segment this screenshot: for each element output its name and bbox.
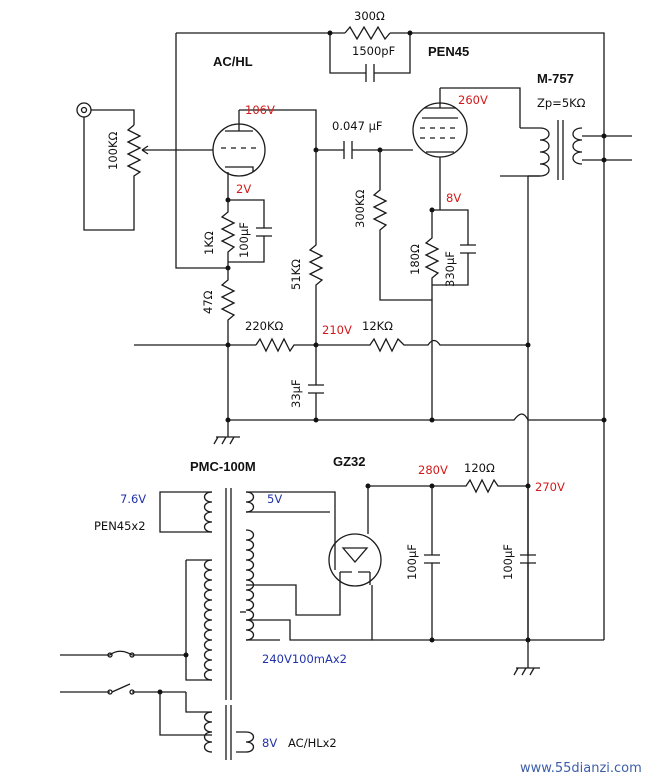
watermark: www.55dianzi.com — [520, 761, 642, 776]
heater-pen-voltage: 7.6V — [120, 492, 146, 506]
c-33u-label: 33μF — [289, 379, 303, 408]
rect-heater-voltage: 5V — [267, 492, 282, 506]
c-0047-label: 0.047 μF — [332, 119, 383, 133]
input-jack-icon — [76, 102, 92, 118]
c-330u-label: 330μF — [443, 251, 457, 287]
ground-icon — [213, 420, 240, 445]
tube1-title: AC/HL — [213, 54, 253, 69]
output-transformer-icon — [520, 120, 583, 180]
ground-icon — [513, 667, 540, 676]
feedback-network — [175, 25, 605, 640]
heater-transformer-icon — [203, 705, 255, 760]
c-100u-3-label: 100μF — [501, 544, 515, 580]
impedance-label: Zp=5KΩ — [537, 96, 586, 110]
r-12k-label: 12KΩ — [362, 319, 393, 333]
r-47-label: 47Ω — [201, 290, 215, 314]
rectifier-tube-icon — [328, 533, 382, 587]
voltage-260v: 260V — [458, 93, 488, 107]
r-120-label: 120Ω — [464, 461, 495, 475]
c-1500p-label: 1500pF — [352, 44, 395, 58]
c-100u-2-label: 100μF — [405, 544, 419, 580]
r-220k-label: 220KΩ — [245, 319, 283, 333]
vr-100k-label: 100KΩ — [106, 132, 120, 170]
c-100u-1-label: 100μF — [237, 222, 251, 258]
r-300k-label: 300KΩ — [353, 190, 367, 228]
voltage-8v: 8V — [446, 191, 461, 205]
heater-ac-note: AC/HLx2 — [288, 736, 337, 750]
power-transformer-title: PMC-100M — [190, 459, 256, 474]
r-300-label: 300Ω — [354, 9, 385, 23]
tube-pen45-icon — [412, 88, 468, 158]
power-transformer-icon — [203, 488, 255, 700]
r-51k-label: 51KΩ — [289, 259, 303, 290]
heater-pen-note: PEN45x2 — [94, 519, 146, 533]
voltage-2v: 2V — [236, 182, 251, 196]
r-180-label: 180Ω — [408, 244, 422, 275]
heater-ac-voltage: 8V — [262, 736, 277, 750]
voltage-280v: 280V — [418, 463, 448, 477]
ht-winding: 240V100mAx2 — [262, 652, 347, 666]
voltage-106v: 106V — [245, 103, 275, 117]
output-transformer-title: M-757 — [537, 71, 574, 86]
r-1k-label: 1KΩ — [202, 231, 216, 255]
voltage-210v: 210V — [322, 323, 352, 337]
tube-ac-hl-icon — [212, 110, 266, 177]
rectifier-title: GZ32 — [333, 454, 366, 469]
tube2-title: PEN45 — [428, 44, 469, 59]
voltage-270v: 270V — [535, 480, 565, 494]
